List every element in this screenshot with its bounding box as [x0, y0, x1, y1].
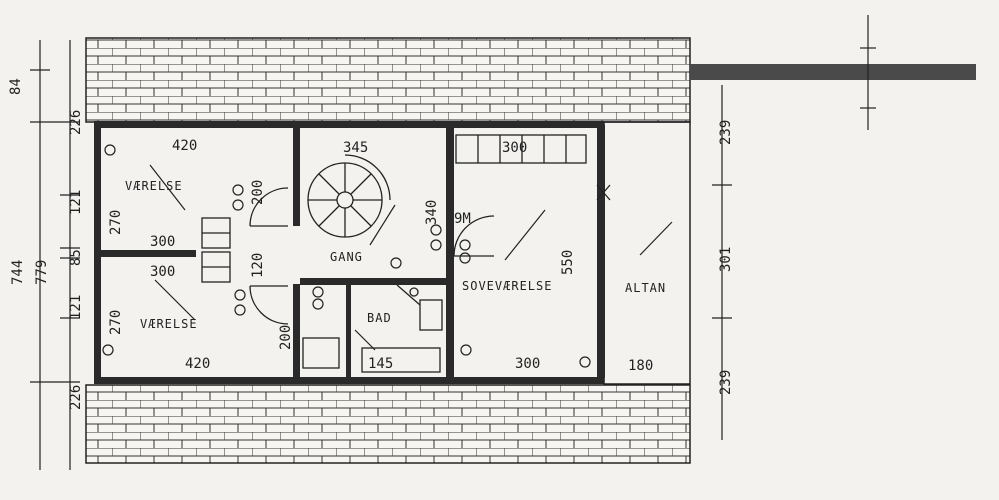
balcony-railing [690, 64, 976, 80]
wall-bad-inner [346, 284, 351, 378]
dim-altan-width: 180 [628, 358, 653, 374]
dim-left-edge: 84 [8, 78, 24, 95]
outer-wall-left [94, 121, 101, 384]
wall-gang-bad [300, 278, 450, 285]
room-label-bad: BAD [367, 311, 392, 325]
annotation-arrows [149, 164, 673, 351]
dim-left-lower: 121 [68, 295, 84, 320]
dim-right-top: 239 [718, 120, 734, 145]
wall-vaerelse-east [293, 125, 300, 226]
dim-left-upper: 121 [68, 190, 84, 215]
spiral-staircase [307, 154, 391, 238]
dim-sove-depth: 550 [560, 250, 576, 275]
dim-corridor-width: 120 [250, 253, 266, 278]
dim-left-bottom: 226 [68, 385, 84, 410]
outer-wall-top [94, 121, 604, 128]
right-dimension-lines [712, 15, 876, 440]
wall-vaerelse-south-east [293, 284, 300, 378]
room-label-sovevaerelse: SOVEVÆRELSE [462, 279, 552, 293]
electrical-symbols [102, 144, 591, 368]
wall-between-vaerelser [100, 250, 196, 257]
corridor-closets [201, 217, 231, 283]
wardrobe [455, 134, 587, 164]
dim-right-middle: 301 [718, 247, 734, 272]
dim-right-bottom: 239 [718, 370, 734, 395]
roof-bottom [85, 384, 691, 464]
dim-hall-bottom: 300 [150, 264, 175, 280]
wall-sove-east [597, 125, 605, 378]
dim-corridor-top: 200 [250, 180, 266, 205]
dim-vaerelse-top-width: 420 [172, 138, 197, 154]
room-label-vaerelse-bottom: VÆRELSE [140, 317, 198, 331]
dim-left-middle: 85 [68, 249, 84, 266]
dim-sove-wardrobe: 300 [502, 140, 527, 156]
dim-vaerelse-top-depth: 270 [108, 210, 124, 235]
room-label-gang: GANG [330, 250, 363, 264]
marker-wardrobe: 9M [454, 211, 471, 227]
altan-edge [603, 121, 691, 385]
dim-corridor-bottom: 200 [278, 325, 294, 350]
dim-hall-top: 300 [150, 234, 175, 250]
dim-bad-width: 145 [368, 356, 393, 372]
outer-wall-bottom [94, 377, 604, 384]
dim-vaerelse-bottom-depth: 270 [108, 310, 124, 335]
dim-vaerelse-bottom-width: 420 [185, 356, 210, 372]
bath-fixtures [302, 287, 443, 373]
dim-left-total-b: 779 [34, 260, 50, 285]
room-label-vaerelse-top: VÆRELSE [125, 179, 183, 193]
room-label-altan: ALTAN [625, 281, 666, 295]
dim-sove-bottom: 300 [515, 356, 540, 372]
dim-left-top: 226 [68, 110, 84, 135]
dim-stair-width: 345 [343, 140, 368, 156]
roof-top [85, 37, 691, 123]
dim-left-total-a: 744 [10, 260, 26, 285]
wall-sove-west [446, 125, 454, 378]
left-dimension-lines [30, 40, 80, 470]
dim-gang-depth: 340 [424, 200, 440, 225]
